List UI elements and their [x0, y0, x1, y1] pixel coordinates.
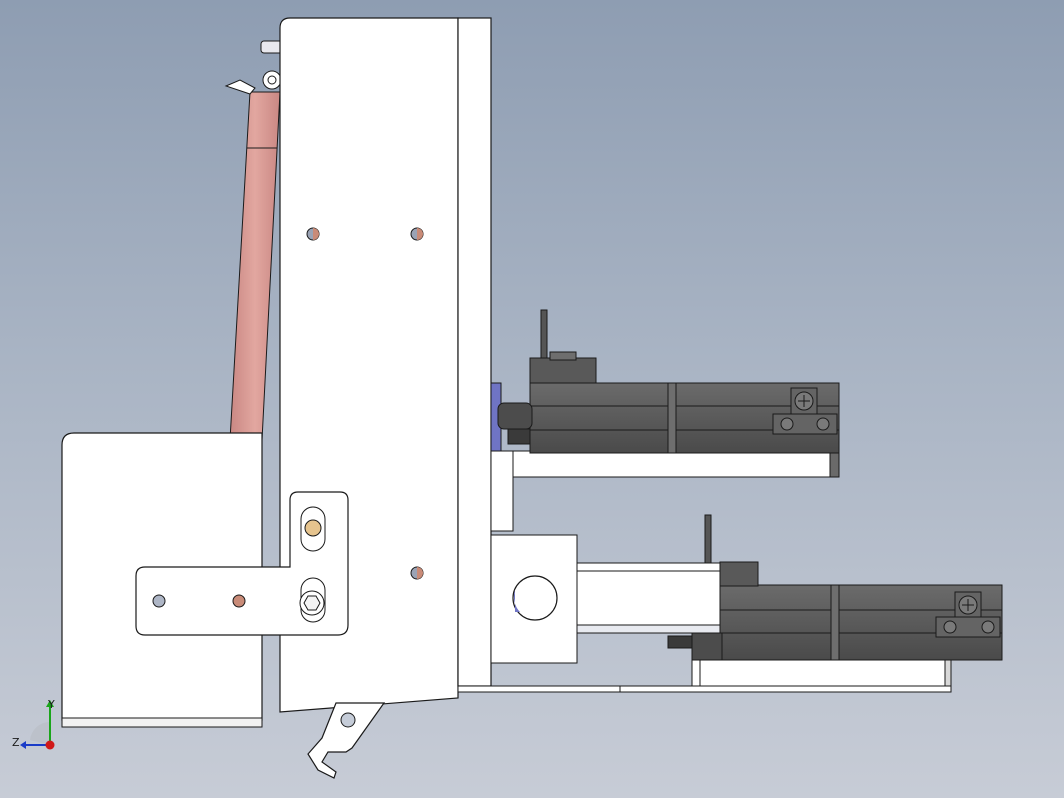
mounting-bracket: [135, 491, 349, 636]
lower-slide-assembly: [490, 514, 1003, 689]
z-axis-label: Z: [12, 736, 20, 749]
inclined-belt: [224, 40, 284, 441]
base-rail: [457, 685, 952, 693]
bottom-hook: [307, 702, 386, 779]
upper-slide-assembly: [490, 309, 840, 532]
orientation-triad: [20, 700, 55, 750]
y-axis-label: Y: [48, 698, 55, 711]
